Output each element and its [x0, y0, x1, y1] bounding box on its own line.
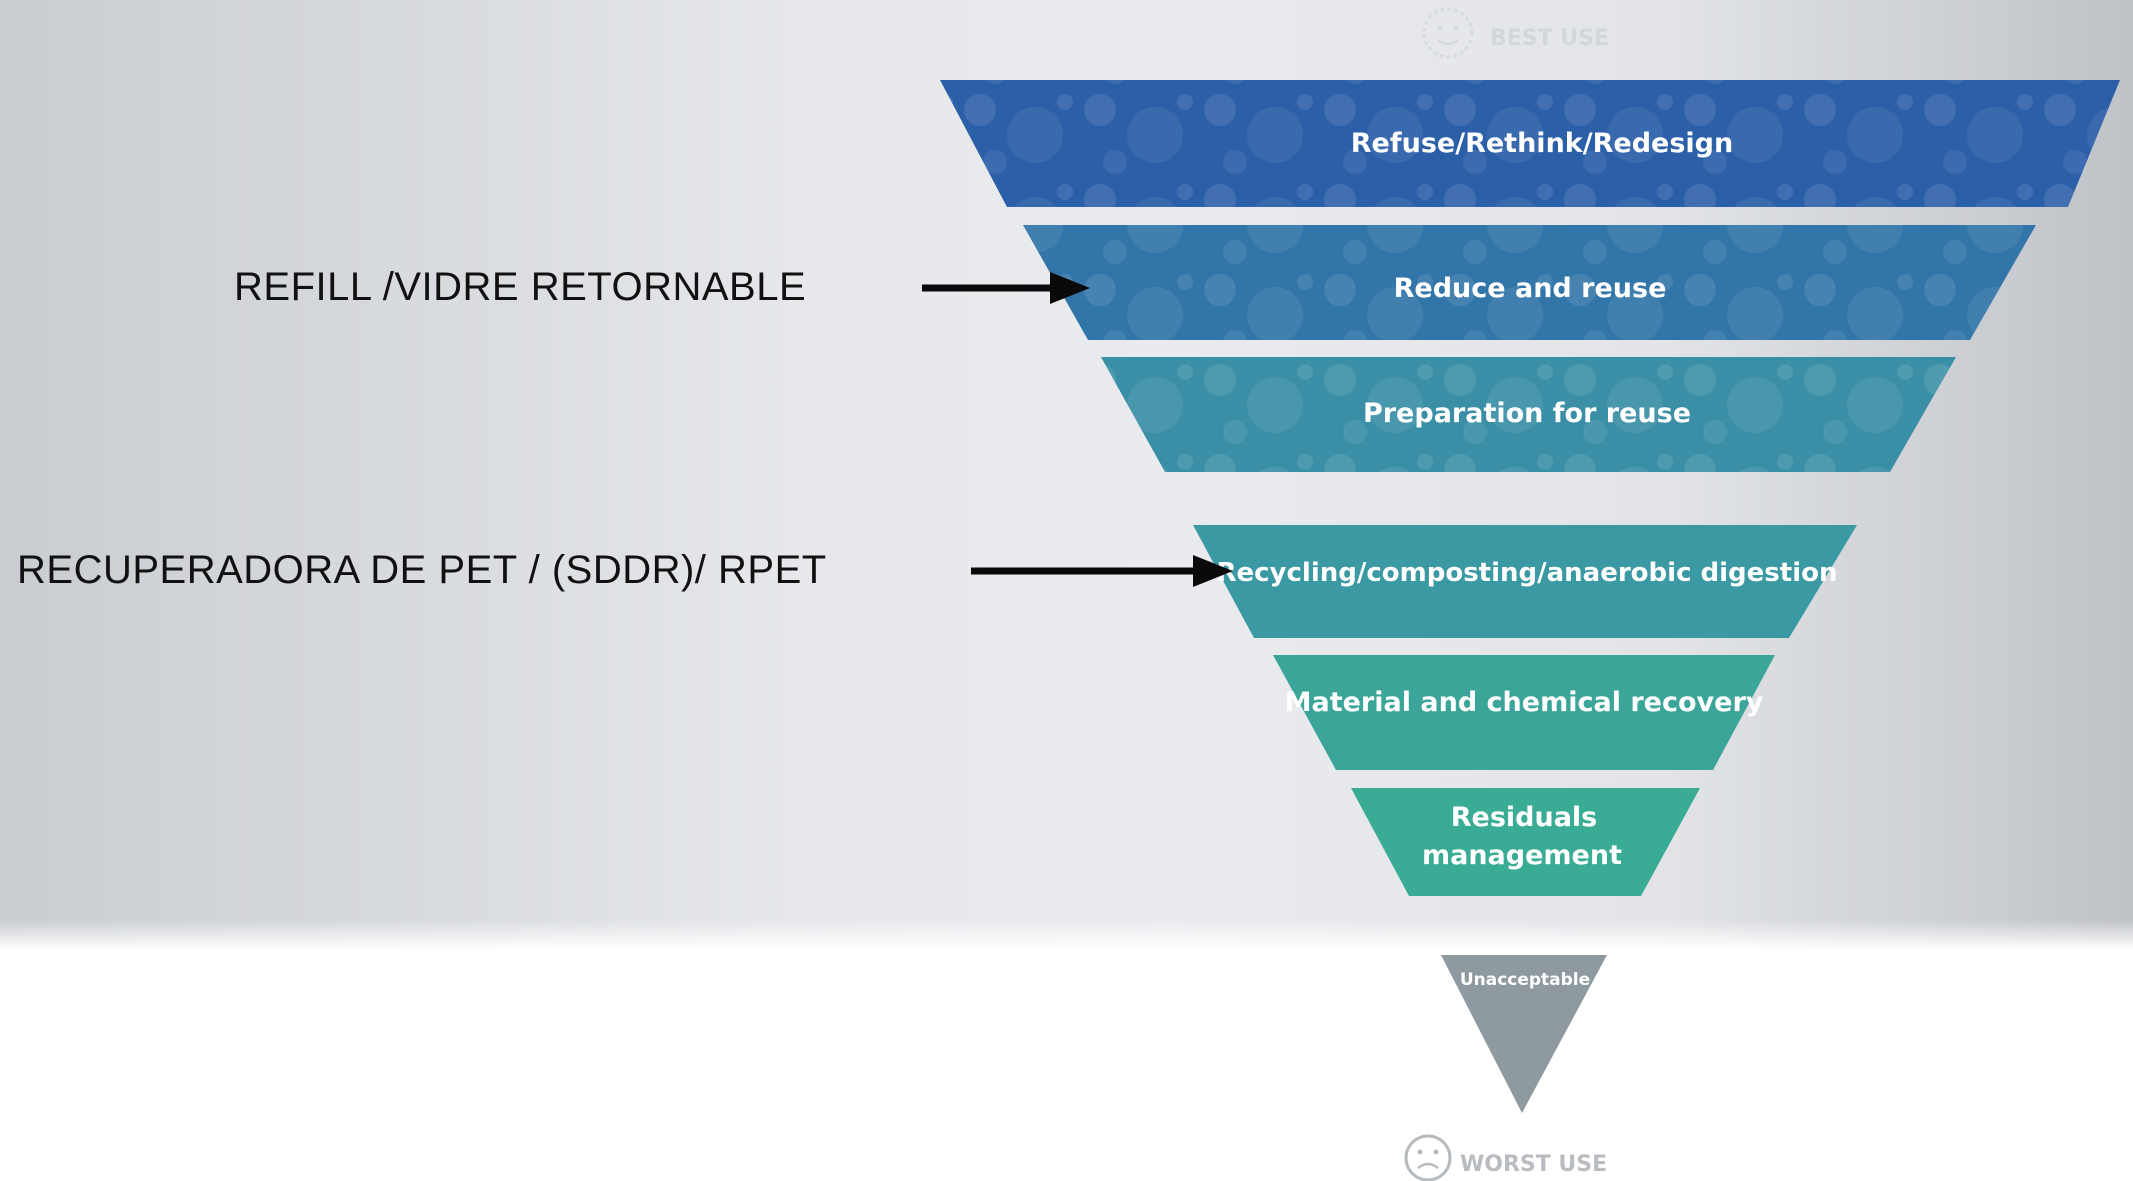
- recuperadora-arrow: [971, 555, 1233, 587]
- level-refuse-rethink-redesign: Refuse/Rethink/Redesign: [940, 80, 2120, 207]
- level-label: Refuse/Rethink/Redesign: [1351, 128, 1733, 159]
- refill-arrow: [922, 272, 1090, 304]
- level-residuals-management: Residuals management: [1351, 788, 1700, 896]
- level-label: Material and chemical recovery: [1285, 687, 1764, 718]
- level-label: Reduce and reuse: [1394, 273, 1667, 304]
- level-recycling-composting: Recycling/composting/anaerobic digestion: [1193, 525, 1857, 638]
- worst-use-indicator: WORST USE: [1404, 1134, 1607, 1181]
- best-use-indicator: BEST USE: [1422, 7, 1609, 59]
- worst-use-label: WORST USE: [1460, 1152, 1607, 1177]
- level-band: [1273, 655, 1775, 770]
- level-band: [1351, 788, 1700, 896]
- level-unacceptable: Unacceptable: [1441, 955, 1607, 1113]
- level-band: [1193, 525, 1857, 638]
- level-material-chemical-recovery: Material and chemical recovery: [1273, 655, 1775, 770]
- level-label: Recycling/composting/anaerobic digestion: [1216, 558, 1837, 588]
- level-reduce-and-reuse: Reduce and reuse: [1023, 225, 2036, 340]
- level-label: Preparation for reuse: [1363, 398, 1691, 429]
- level-preparation-for-reuse: Preparation for reuse: [1101, 357, 1956, 472]
- level-label-line2: management: [1422, 840, 1622, 871]
- refill-annotation-label: REFILL /VIDRE RETORNABLE: [234, 265, 807, 309]
- sad-face-icon: [1404, 1134, 1452, 1181]
- level-label-line1: Residuals: [1451, 802, 1598, 833]
- level-band: [1441, 955, 1607, 1113]
- best-use-label: BEST USE: [1490, 26, 1609, 51]
- level-label: Unacceptable: [1460, 970, 1590, 990]
- smiley-face-icon: [1422, 7, 1474, 59]
- recuperadora-annotation-label: RECUPERADORA DE PET / (SDDR)/ RPET: [17, 548, 827, 592]
